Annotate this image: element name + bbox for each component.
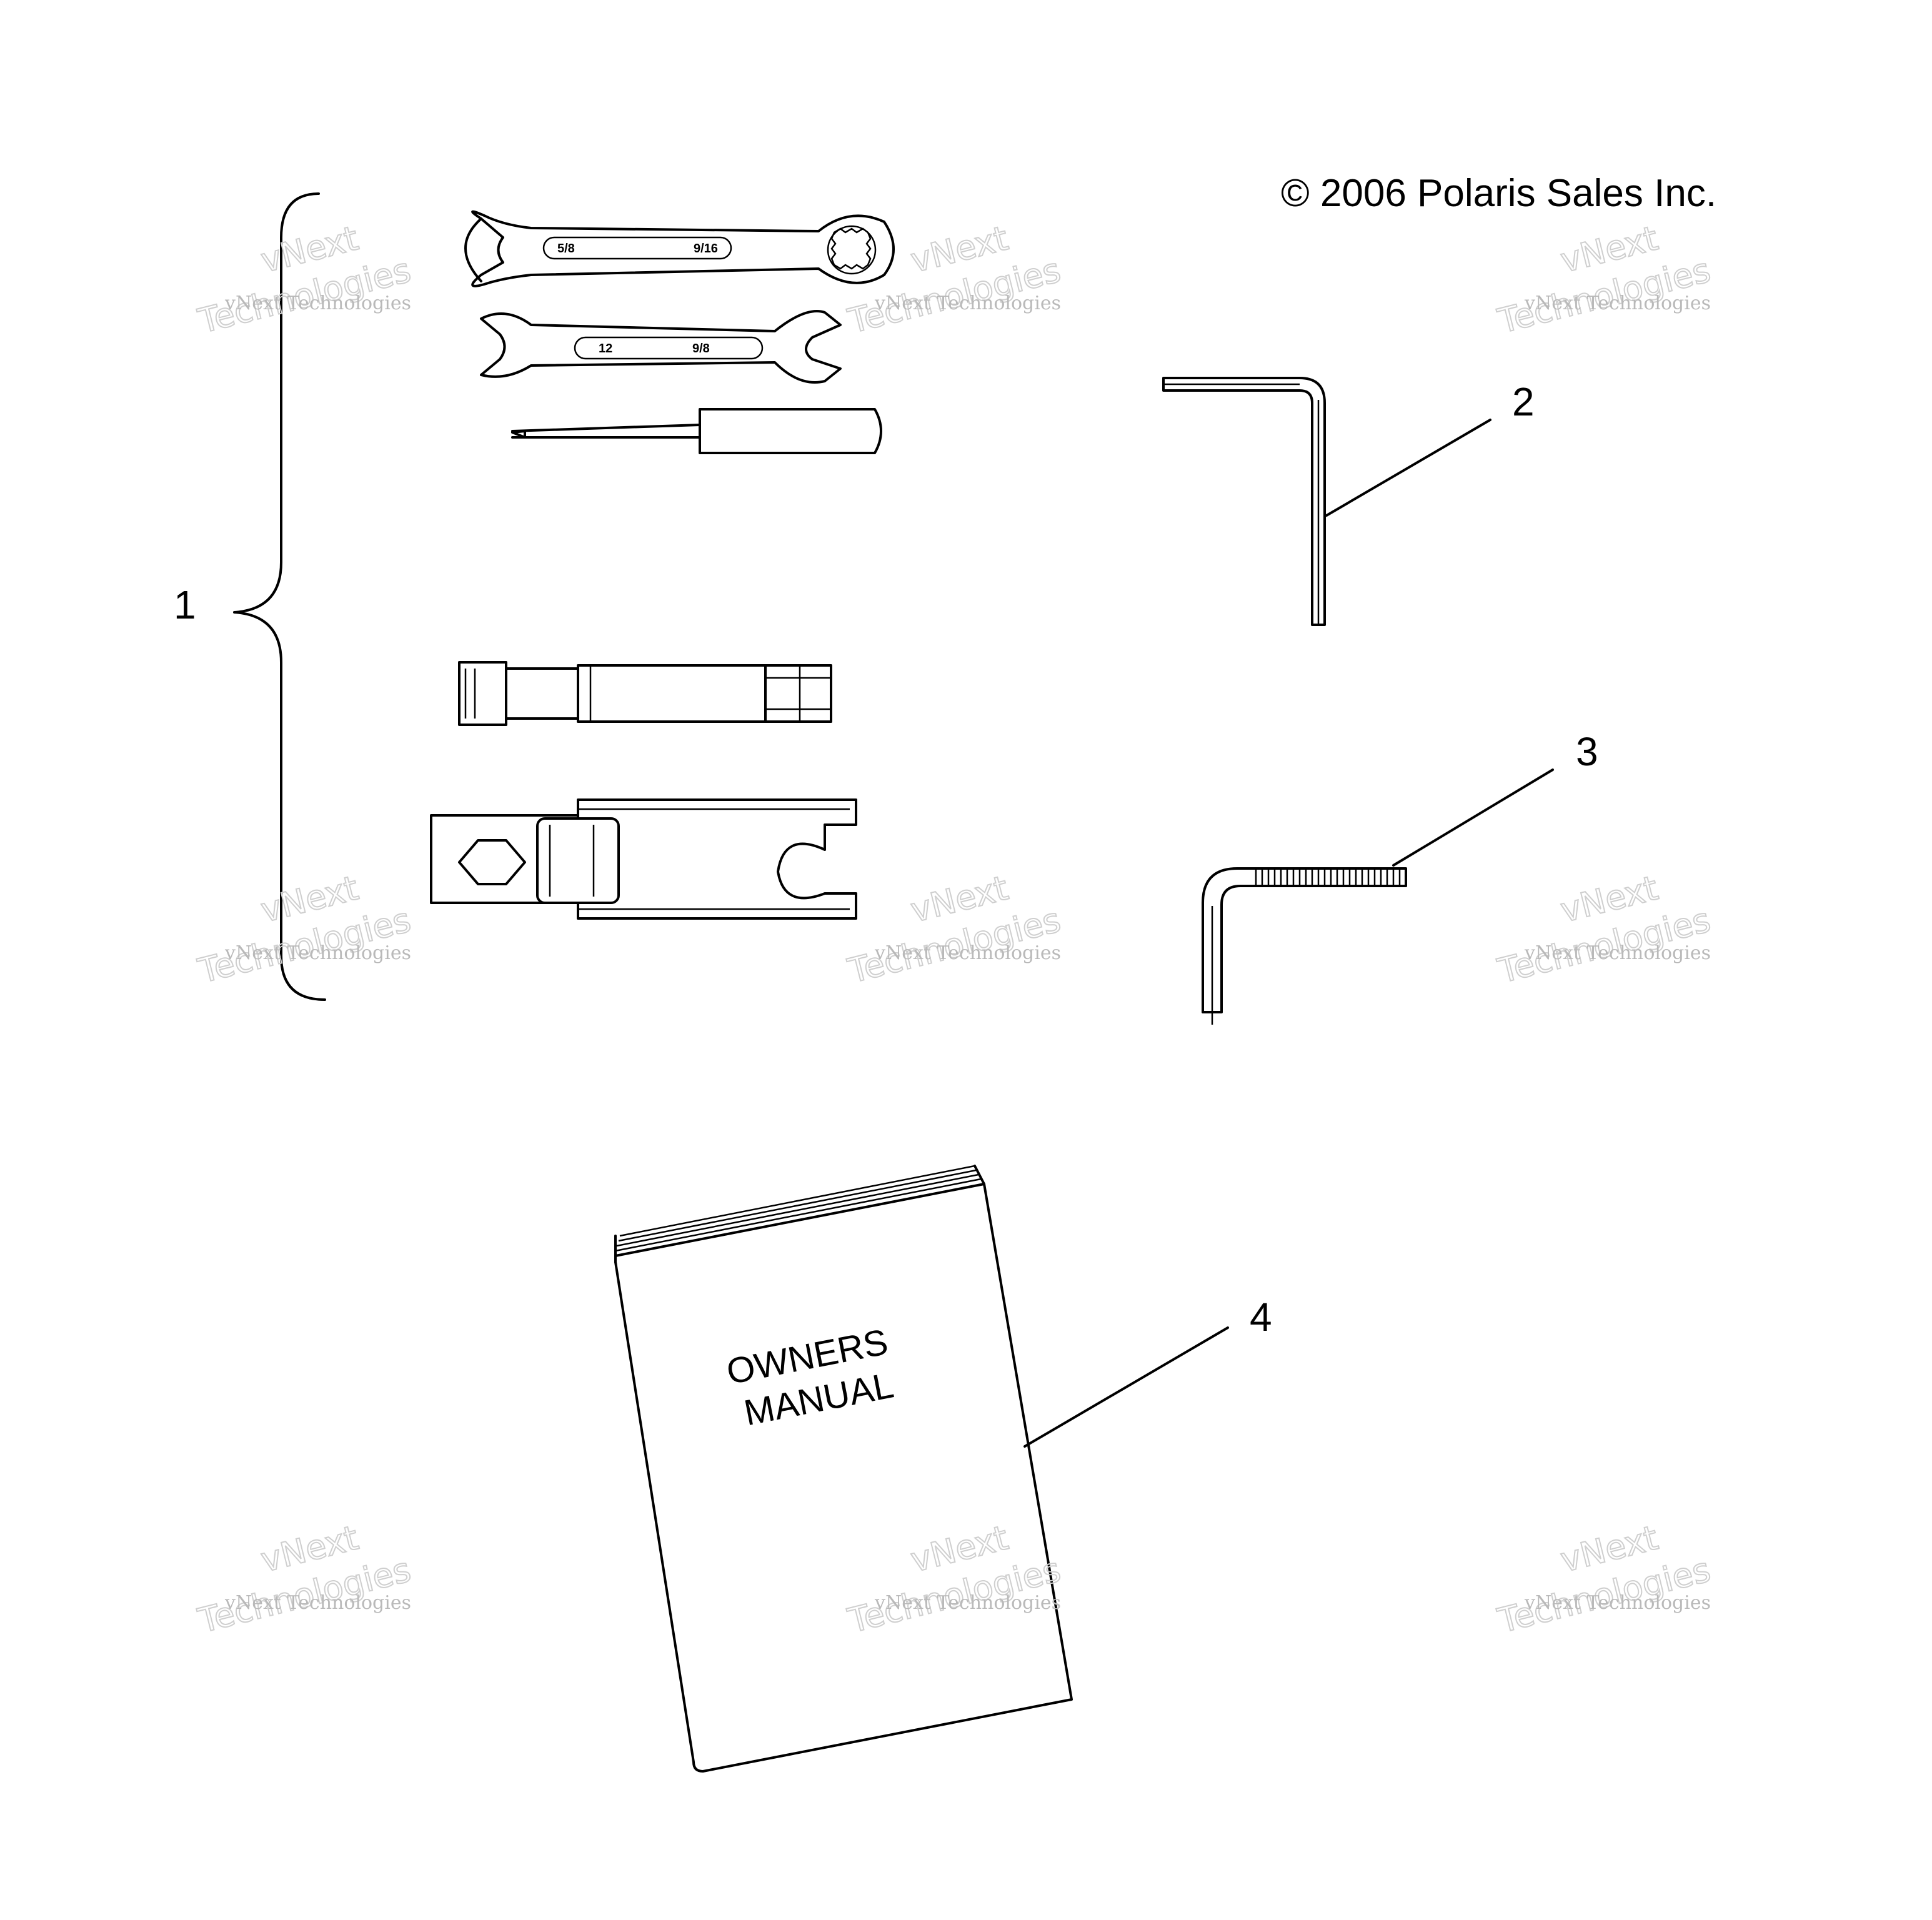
watermark-small: vNext Technologies (1524, 942, 1711, 964)
watermark-small: vNext Technologies (1524, 292, 1711, 314)
watermark-small: vNext Technologies (874, 1592, 1061, 1614)
open-end-wrench: 12 9/8 (480, 310, 842, 384)
watermark-small: vNext Technologies (224, 942, 411, 964)
screwdriver (511, 408, 882, 454)
watermark-small: vNext Technologies (224, 292, 411, 314)
threaded-l-key (1202, 867, 1407, 1025)
watermark-small: vNext Technologies (1524, 1592, 1711, 1614)
combo-wrench-size-left: 5/8 (557, 242, 575, 256)
leader-line-2 (1325, 419, 1491, 517)
spark-plug-socket (458, 661, 832, 726)
leader-line-4 (1023, 1326, 1229, 1448)
leader-line-3 (1392, 768, 1554, 867)
spanner-tool (430, 798, 857, 920)
callout-1: 1 (174, 582, 196, 627)
callout-3: 3 (1576, 729, 1598, 774)
group-bracket (233, 192, 326, 1001)
owners-manual: OWNERS MANUAL (614, 1165, 1073, 1773)
hex-key-large (1162, 377, 1326, 626)
watermark-small: vNext Technologies (224, 1592, 411, 1614)
combo-wrench-size-right: 9/16 (694, 242, 718, 256)
callout-2: 2 (1512, 379, 1535, 424)
copyright-text: © 2006 Polaris Sales Inc. (1281, 172, 1716, 215)
open-wrench-size-left: 12 (599, 342, 612, 356)
watermark-small: vNext Technologies (874, 292, 1061, 314)
watermark-small: vNext Technologies (874, 942, 1061, 964)
combination-wrench: 5/8 9/16 (464, 210, 895, 287)
callout-4: 4 (1250, 1295, 1272, 1340)
open-wrench-size-right: 9/8 (692, 342, 710, 356)
